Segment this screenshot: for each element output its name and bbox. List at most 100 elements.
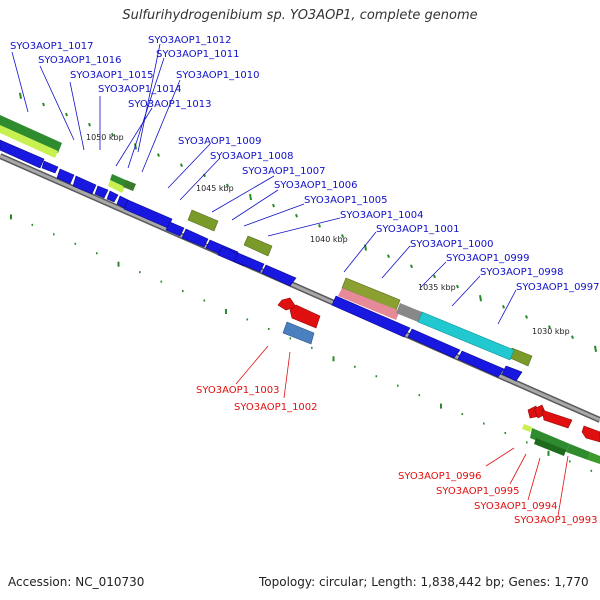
scale-tick	[65, 112, 68, 117]
scale-tick	[19, 92, 22, 99]
gene-label: SYO3AOP1_1009	[178, 136, 262, 147]
gene-label: SYO3AOP1_1001	[376, 224, 460, 235]
gene-arrow	[165, 221, 185, 237]
scale-dot	[440, 403, 442, 409]
gene-label: SYO3AOP1_1014	[98, 84, 182, 95]
gene-label: SYO3AOP1_1012	[148, 35, 232, 46]
genome-backbone	[0, 153, 600, 423]
gene-label: SYO3AOP1_1000	[410, 239, 494, 250]
scale-dot	[397, 384, 399, 387]
scale-dot	[117, 261, 120, 267]
scale-dot	[182, 290, 184, 293]
scale-tick	[272, 203, 275, 208]
reverse-feature-box	[282, 321, 315, 345]
scale-dot	[246, 318, 249, 321]
scale-tick	[249, 193, 252, 201]
scale-dot	[526, 441, 528, 444]
map-title: Sulfurihydrogenibium sp. YO3AOP1, comple…	[122, 8, 478, 23]
position-label: 1045 kbp	[196, 184, 234, 193]
rna-feature	[338, 288, 515, 361]
upper-left-feature-strip	[0, 115, 136, 193]
gene-label: SYO3AOP1_1016	[38, 55, 122, 66]
position-labels: 1050 kbp 1045 kbp 1040 kbp 1035 kbp 1030…	[86, 133, 570, 336]
scale-dot	[483, 422, 485, 425]
scale-dot	[203, 299, 206, 302]
scale-tick	[456, 284, 459, 289]
scale-dot	[10, 214, 12, 220]
gene-label: SYO3AOP1_1005	[304, 195, 388, 206]
scale-dot	[74, 242, 77, 245]
gene-arrow	[0, 139, 45, 169]
position-label: 1050 kbp	[86, 133, 124, 142]
scale-tick	[88, 122, 91, 127]
scale-tick	[594, 345, 597, 352]
gene-label: SYO3AOP1_1003	[196, 385, 280, 396]
scale-dot	[289, 337, 292, 340]
olive-features	[187, 209, 533, 367]
forward-gene-arrows	[0, 139, 523, 382]
scale-dot	[332, 356, 335, 362]
reverse-gene-labels: SYO3AOP1_1003 SYO3AOP1_1002 SYO3AOP1_099…	[196, 385, 598, 526]
gene-label: SYO3AOP1_0999	[446, 253, 530, 264]
scale-tick	[387, 254, 390, 259]
scale-dot	[96, 252, 98, 255]
gene-arrow	[233, 252, 265, 273]
scale-tick	[134, 143, 137, 150]
scale-tick	[410, 264, 413, 269]
scale-tick	[571, 335, 574, 339]
scale-ticks-outer	[19, 92, 597, 352]
gene-label: SYO3AOP1_0993	[514, 515, 598, 526]
gene-arrow	[116, 195, 129, 209]
leader-lines-forward	[11, 43, 517, 325]
scale-tick	[525, 315, 528, 319]
gene-label: SYO3AOP1_0997	[516, 282, 600, 293]
gene-arrow	[261, 264, 297, 287]
gene-label: SYO3AOP1_1011	[156, 49, 240, 60]
gene-arrow	[94, 185, 109, 199]
gene-label: SYO3AOP1_1006	[274, 180, 358, 191]
scale-dots-inner	[10, 214, 593, 472]
scale-dot	[53, 233, 55, 236]
scale-tick	[111, 132, 114, 137]
reverse-gene-arrows	[277, 297, 600, 443]
scale-tick	[226, 183, 229, 188]
scale-dot	[268, 327, 270, 330]
gene-label: SYO3AOP1_0995	[436, 486, 520, 497]
gene-arrow	[106, 190, 119, 203]
scale-dot	[160, 280, 163, 283]
scale-dot	[547, 450, 550, 456]
gene-label: SYO3AOP1_0998	[480, 267, 564, 278]
scale-dot	[504, 431, 507, 434]
scale-tick	[295, 213, 298, 218]
gene-arrow	[501, 365, 523, 382]
scale-dot	[354, 365, 356, 368]
position-label: 1035 kbp	[418, 283, 456, 292]
position-label: 1040 kbp	[310, 235, 348, 244]
scale-dot	[375, 375, 378, 378]
gene-label: SYO3AOP1_1013	[128, 99, 212, 110]
scale-tick	[42, 102, 45, 107]
gene-arrow	[407, 328, 461, 359]
scale-tick	[502, 305, 505, 309]
lower-right-feature-strip	[522, 424, 600, 464]
gene-label: SYO3AOP1_0994	[474, 501, 558, 512]
scale-dot	[139, 271, 141, 274]
leader-lines-reverse	[235, 345, 569, 517]
gene-label: SYO3AOP1_1015	[70, 70, 154, 81]
gene-arrow	[56, 168, 75, 185]
gene-label: SYO3AOP1_1007	[242, 166, 326, 177]
gene-arrow	[41, 160, 59, 174]
gene-label: SYO3AOP1_1017	[10, 41, 94, 52]
gene-arrow	[457, 350, 505, 378]
topology-text: Topology: circular; Length: 1,838,442 bp…	[259, 575, 589, 589]
scale-dot	[31, 223, 34, 226]
scale-tick	[180, 163, 183, 167]
gene-arrow	[72, 175, 97, 195]
gene-arrow	[181, 228, 209, 248]
scale-dot	[311, 346, 313, 349]
scale-dot	[461, 413, 464, 416]
scale-dot	[225, 309, 227, 314]
scale-tick	[318, 224, 321, 228]
scale-tick	[433, 274, 436, 279]
